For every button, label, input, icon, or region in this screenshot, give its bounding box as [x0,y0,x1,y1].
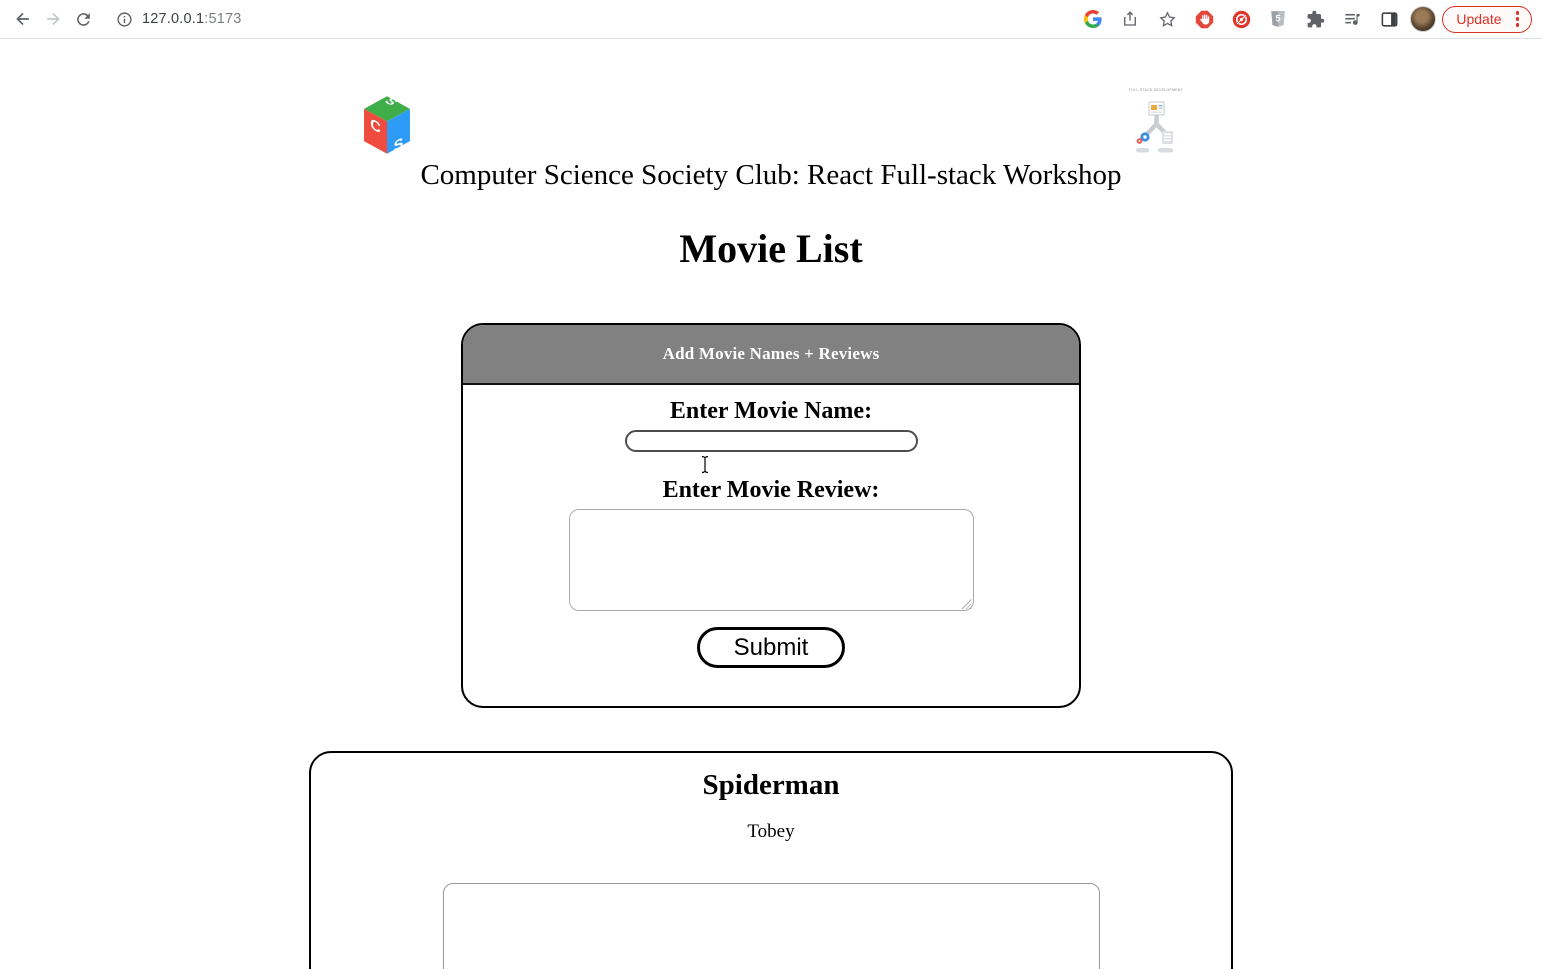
form-body: Enter Movie Name: Enter Movie Review: Su… [463,385,1079,706]
resize-grip-icon[interactable] [960,598,972,609]
url-text[interactable]: 127.0.0.1:5173 [142,11,242,27]
cube-left-face [364,108,387,154]
browser-toolbar: 127.0.0.1:5173 [0,0,1542,39]
movie-name-label: Enter Movie Name: [669,398,873,424]
movie-review-textarea[interactable] [568,509,974,611]
profile-avatar[interactable] [1410,6,1437,32]
extensions-puzzle-icon[interactable] [1300,4,1330,34]
movie-card-textarea[interactable] [442,883,1100,969]
movie-card-textarea-wrap [442,883,1100,969]
media-queue-icon[interactable] [1337,4,1367,34]
movie-list-heading: Movie List [679,226,863,271]
share-icon[interactable] [1115,4,1145,34]
html5-extension-icon[interactable]: 5 [1263,4,1293,34]
review-textarea-wrap [568,509,974,611]
cube-right-face [387,108,410,154]
browser-menu-icon[interactable] [1510,7,1526,31]
reload-icon[interactable] [68,4,98,34]
page-content: S C S FULL STACK DEVELOPMENT Com [0,39,1542,969]
bookmark-star-icon[interactable] [1152,4,1182,34]
fullstack-illustration: FULL STACK DEVELOPMENT [1128,84,1184,156]
movie-card-title: Spiderman [702,769,840,801]
update-label: Update [1456,11,1502,27]
cube-right-letter: S [394,135,404,155]
record-extension-icon[interactable] [1226,4,1256,34]
form-header: Add Movie Names + Reviews [463,325,1079,385]
css-cube-logo: S C S [363,95,411,156]
forward-icon[interactable] [38,4,68,34]
add-movie-form-card: Add Movie Names + Reviews Enter Movie Na… [461,323,1081,708]
update-button[interactable]: Update [1442,5,1532,33]
address-bar[interactable]: 127.0.0.1:5173 [116,11,242,28]
page-title: Computer Science Society Club: React Ful… [420,159,1122,191]
submit-button[interactable]: Submit [697,627,845,668]
google-icon[interactable] [1078,4,1108,34]
cube-left-letter: C [370,116,381,138]
adblock-icon[interactable] [1189,4,1219,34]
movie-review-label: Enter Movie Review: [662,477,880,503]
cube-top-letter: S [381,96,402,108]
svg-text:5: 5 [1276,14,1281,24]
movie-card-review: Tobey [747,821,795,842]
fullstack-caption: FULL STACK DEVELOPMENT [1129,88,1184,92]
side-panel-icon[interactable] [1374,4,1404,34]
movie-card: Spiderman Tobey [309,751,1233,969]
site-info-icon[interactable] [116,11,133,28]
form-header-label: Add Movie Names + Reviews [662,344,880,363]
movie-name-input[interactable] [624,430,918,452]
back-icon[interactable] [8,4,38,34]
